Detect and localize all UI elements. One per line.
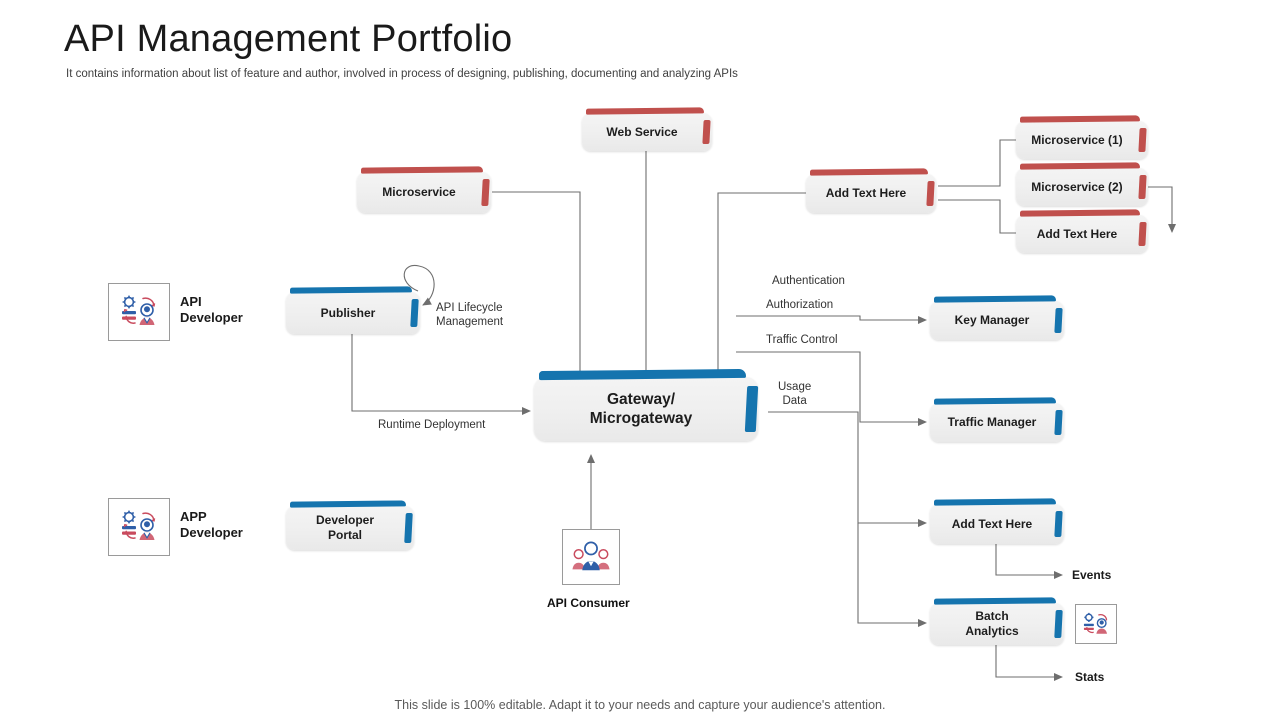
node-microservice-label: Microservice [382, 185, 456, 199]
node-traffic-manager-label: Traffic Manager [947, 415, 1037, 429]
edge-label-traffic-control: Traffic Control [766, 334, 838, 346]
node-batch-analytics[interactable]: Batch Analytics [930, 603, 1064, 645]
edge-label-usage-data-line2: Data [782, 395, 807, 408]
page-title: API Management Portfolio [64, 18, 513, 60]
page-subtitle: It contains information about list of fe… [66, 68, 738, 80]
edge-label-api-lifecycle-line2: Management [436, 316, 504, 329]
node-web-service-label: Web Service [606, 124, 678, 139]
api-developer-label-line1: API [180, 294, 202, 309]
node-publisher[interactable]: Publisher [286, 292, 420, 334]
node-add-text-right-label: Add Text Here [1036, 226, 1118, 241]
node-add-text-top[interactable]: Add Text Here [806, 174, 936, 213]
app-developer-label-line2: Developer [180, 524, 243, 540]
api-developer-icon-tile [108, 283, 170, 341]
app-developer-label-line1: APP [180, 509, 207, 524]
node-web-service[interactable]: Web Service [582, 113, 712, 151]
developer-gear-person-icon [1083, 612, 1108, 634]
node-microservice[interactable]: Microservice [357, 172, 491, 213]
node-publisher-label: Publisher [320, 305, 376, 320]
edge-label-usage-data: Usage Data [778, 380, 811, 409]
node-developer-portal-label: Developer Portal [315, 513, 375, 542]
developer-gear-person-icon [122, 510, 156, 540]
node-add-text-right[interactable]: Add Text Here [1016, 215, 1148, 253]
node-gateway-microgateway[interactable]: Gateway/ Microgateway [534, 377, 758, 441]
node-gateway-label: Gateway/ Microgateway [589, 390, 693, 427]
app-developer-label: APP Developer [180, 509, 243, 540]
edge-label-authorization: Authorization [766, 299, 834, 311]
edge-label-authentication: Authentication [772, 275, 845, 287]
node-traffic-manager[interactable]: Traffic Manager [930, 403, 1064, 442]
api-consumer-caption: API Consumer [547, 596, 630, 610]
edge-label-runtime-deployment: Runtime Deployment [378, 419, 486, 431]
edge-label-api-lifecycle: API Lifecycle Management [436, 301, 503, 330]
node-microservice-1-label: Microservice (1) [1031, 132, 1123, 147]
node-microservice-2-label: Microservice (2) [1031, 179, 1123, 194]
node-microservice-1[interactable]: Microservice (1) [1016, 121, 1148, 159]
node-key-manager-label: Key Manager [954, 313, 1030, 327]
node-add-text-top-label: Add Text Here [825, 186, 907, 200]
app-developer-icon-tile [108, 498, 170, 556]
node-add-text-bottom[interactable]: Add Text Here [930, 504, 1064, 544]
endpoint-stats: Stats [1075, 670, 1105, 684]
edge-label-api-lifecycle-line1: API Lifecycle [436, 302, 503, 314]
endpoint-events: Events [1072, 568, 1112, 582]
node-add-text-bottom-label: Add Text Here [951, 516, 1033, 531]
api-consumer-icon-tile [562, 529, 620, 585]
developer-gear-person-icon [122, 295, 156, 325]
node-developer-portal[interactable]: Developer Portal [286, 506, 414, 550]
edge-label-usage-data-line1: Usage [778, 381, 812, 393]
people-group-icon [572, 541, 610, 571]
api-developer-label: API Developer [180, 294, 243, 325]
api-developer-label-line2: Developer [180, 309, 243, 325]
node-batch-analytics-label: Batch Analytics [965, 609, 1019, 638]
node-key-manager[interactable]: Key Manager [930, 301, 1064, 340]
node-microservice-2[interactable]: Microservice (2) [1016, 168, 1148, 206]
batch-analytics-icon-tile [1075, 604, 1117, 644]
slide-footer-note: This slide is 100% editable. Adapt it to… [394, 698, 886, 712]
